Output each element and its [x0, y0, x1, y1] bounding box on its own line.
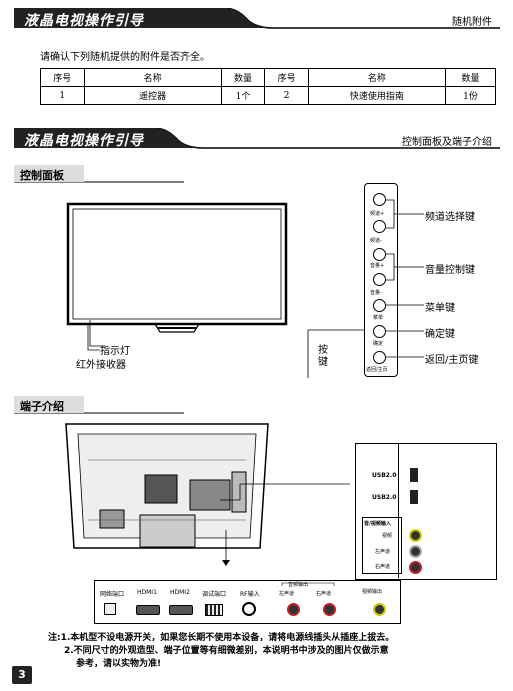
- audio-out-right-jack[interactable]: [323, 603, 336, 616]
- callout-lines: [386, 199, 424, 358]
- button-label: 菜单: [373, 315, 384, 321]
- label-underline-graphic: [14, 396, 184, 414]
- header-subtitle: 控制面板及端子介绍: [402, 137, 492, 148]
- control-panel-label: 控制面板: [20, 169, 64, 182]
- indicator-light-label: 指示灯: [100, 346, 130, 357]
- page-number: 3: [12, 666, 32, 684]
- channel-up-button[interactable]: [373, 193, 386, 206]
- note-line-3: 参考，请以实物为准!: [76, 659, 162, 669]
- terminals-label: 端子介绍: [20, 400, 64, 413]
- av-input-group: [362, 517, 402, 574]
- av-right-jack[interactable]: [409, 561, 422, 574]
- header-title: 液晶电视操作引导: [24, 13, 144, 29]
- table-cell: 2: [264, 86, 309, 105]
- ir-receiver-label: 红外接收器: [76, 360, 126, 371]
- button-label: 频道+: [370, 211, 385, 217]
- table-header-cell: 数量: [220, 68, 266, 87]
- button-label: 频道-: [370, 238, 382, 244]
- debug-port[interactable]: [205, 604, 223, 616]
- menu-key-callout: 菜单键: [425, 303, 455, 314]
- table-header-cell: 序号: [264, 68, 309, 87]
- ethernet-port[interactable]: [104, 603, 116, 615]
- button-label: 音量+: [370, 263, 385, 269]
- hdmi2-port[interactable]: [169, 605, 193, 615]
- table-cell: 1个: [220, 86, 266, 105]
- return-key-callout: 返回/主页键: [425, 355, 479, 366]
- return-home-button[interactable]: [373, 351, 386, 364]
- table-cell: 1份: [444, 86, 497, 105]
- side-port-panel: [355, 443, 497, 580]
- button-label: 确定: [373, 341, 384, 347]
- rf-input-port[interactable]: [242, 602, 256, 616]
- usb-port-label: USB2.0: [372, 494, 397, 501]
- av-video-jack[interactable]: [409, 529, 422, 542]
- port-label: 网络端口: [100, 591, 125, 598]
- bottom-port-panel: [94, 580, 401, 624]
- av-left-jack[interactable]: [409, 545, 422, 558]
- menu-button[interactable]: [373, 299, 386, 312]
- port-label: HDMI2: [170, 589, 190, 596]
- port-label: HDMI1: [137, 589, 157, 596]
- table-header-cell: 序号: [40, 68, 85, 87]
- header-title: 液晶电视操作引导: [24, 133, 144, 149]
- panel-divider: [398, 443, 399, 578]
- av-input-port-label: 左声道: [375, 549, 391, 555]
- intro-text: 请确认下列随机提供的附件是否齐全。: [40, 52, 210, 63]
- tv-front-illustration: [66, 202, 288, 351]
- channel-down-button[interactable]: [373, 220, 386, 233]
- header-subtitle: 随机附件: [452, 17, 492, 28]
- ok-key-callout: 确定键: [425, 329, 455, 340]
- tv-back-illustration: [65, 423, 269, 549]
- av-input-port-label: 视频: [382, 533, 393, 539]
- table-header-cell: 名称: [307, 68, 446, 87]
- audio-out-label: 音频输出: [288, 582, 309, 588]
- table-cell: 1: [40, 86, 85, 105]
- keys-connector-line: [307, 329, 366, 378]
- usb-port-label: USB2.0: [372, 472, 397, 479]
- leader-line: [89, 320, 104, 347]
- table-cell: 遥控器: [83, 86, 222, 105]
- channel-keys-callout: 频道选择键: [425, 212, 475, 223]
- port-label: RF输入: [240, 591, 260, 598]
- accessories-table: 序号 名称 数量 序号 名称 数量 1 遥控器 1个 2 快速使用指南 1份: [40, 68, 497, 105]
- label-underline-graphic: [14, 165, 184, 183]
- note-line-2: 2.不同尺寸的外观造型、端子位置等有细微差别，本说明书中涉及的图片仅做示意: [64, 646, 389, 656]
- volume-down-button[interactable]: [373, 273, 386, 286]
- section-header-accessories: 液晶电视操作引导 随机附件: [14, 8, 500, 30]
- usb-port[interactable]: [410, 490, 418, 504]
- control-panel-label-bar: 控制面板: [14, 165, 184, 183]
- button-label: 音量-: [370, 290, 382, 296]
- port-label: 调试端口: [202, 591, 227, 598]
- terminals-label-bar: 端子介绍: [14, 396, 184, 414]
- audio-out-bracket: [281, 582, 335, 586]
- table-header-cell: 数量: [444, 68, 497, 87]
- note-line-1: 注:1.本机型不设电源开关，如果您长期不使用本设备，请将电源线插头从插座上拔去。: [48, 633, 395, 643]
- usb-port[interactable]: [410, 468, 418, 482]
- hdmi1-port[interactable]: [136, 605, 160, 615]
- port-label: 左声道: [279, 591, 295, 597]
- volume-up-button[interactable]: [373, 248, 386, 261]
- av-input-port-label: 右声道: [375, 564, 391, 570]
- back-connector-lines: [220, 483, 350, 566]
- video-out-jack[interactable]: [373, 603, 386, 616]
- header-bar-graphic: [14, 128, 500, 149]
- table-cell: 快速使用指南: [307, 86, 446, 105]
- audio-out-left-jack[interactable]: [287, 603, 300, 616]
- table-header-cell: 名称: [83, 68, 222, 87]
- header-bar-graphic: [14, 8, 500, 29]
- av-input-label: 音/视频输入: [364, 521, 391, 527]
- table-header-row: 序号 名称 数量 序号 名称 数量: [40, 68, 497, 87]
- keys-label: 按键: [318, 345, 328, 368]
- section-header-panel: 液晶电视操作引导 控制面板及端子介绍: [14, 128, 500, 150]
- volume-keys-callout: 音量控制键: [425, 265, 475, 276]
- table-row: 1 遥控器 1个 2 快速使用指南 1份: [40, 86, 497, 105]
- port-label: 右声道: [316, 591, 332, 597]
- port-label: 视频输出: [362, 589, 383, 595]
- button-label: 返回/主页: [366, 367, 388, 373]
- ok-button[interactable]: [373, 325, 386, 338]
